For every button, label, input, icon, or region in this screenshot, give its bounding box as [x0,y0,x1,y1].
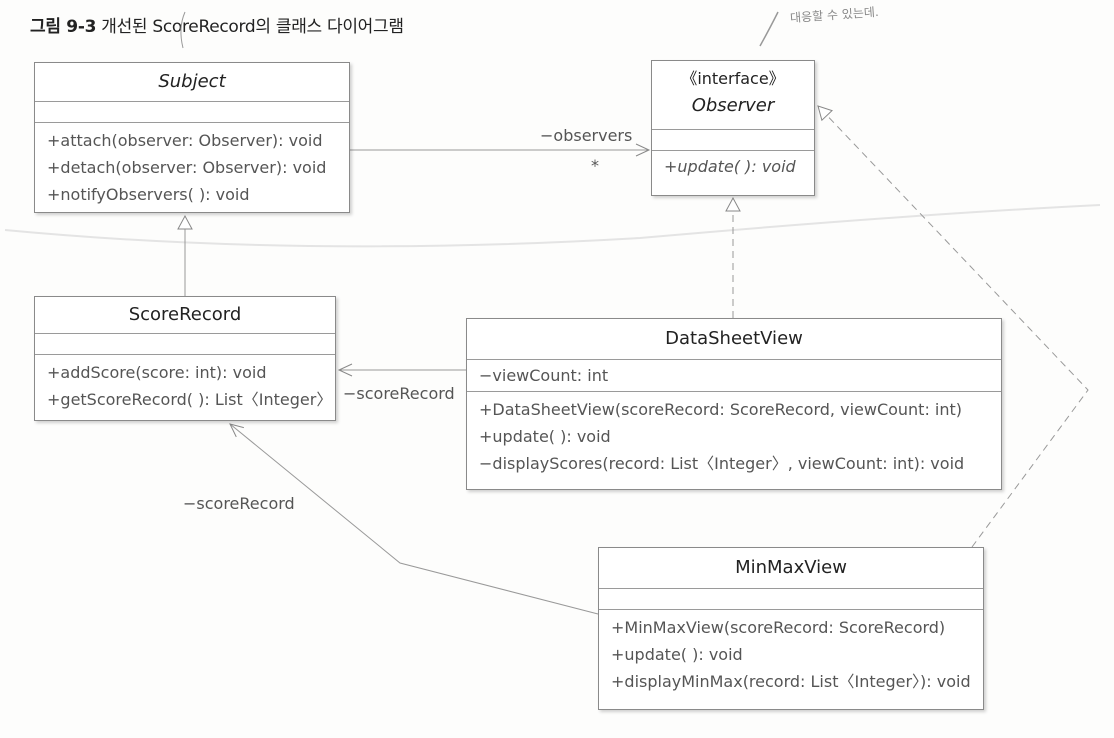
class-name: Observer [691,95,775,116]
datasheet-scorerecord-role-label: −scoreRecord [343,384,455,403]
class-subject: Subject +attach(observer: Observer): voi… [34,62,350,213]
class-observer: 《interface》 Observer +update( ): void [651,60,815,196]
method: +displayMinMax(record: List〈Integer〉): v… [611,672,971,691]
methods-section: +DataSheetView(scoreRecord: ScoreRecord,… [467,391,1001,477]
method: −displayScores(record: List〈Integer〉, vi… [479,454,965,473]
minmaxview-observer-realization [817,105,1089,548]
class-minmaxview: MinMaxView +MinMaxView(scoreRecord: Scor… [598,547,984,710]
methods-section: +update( ): void [652,150,814,180]
figure-number: 그림 9-3 [30,17,97,37]
attributes-section: −viewCount: int [467,359,1001,391]
methods-section: +attach(observer: Observer): void +detac… [35,122,349,208]
class-name: DataSheetView [665,328,803,349]
class-name: Subject [158,71,226,92]
method: +DataSheetView(scoreRecord: ScoreRecord,… [479,400,963,419]
class-name: ScoreRecord [128,304,242,325]
class-name: MinMaxView [735,557,847,578]
method: +attach(observer: Observer): void [47,131,323,150]
observers-role-label: −observers [540,126,633,145]
method: +addScore(score: int): void [47,363,267,382]
methods-section: +MinMaxView(scoreRecord: ScoreRecord) +u… [599,609,983,695]
pencil-mark [180,11,186,49]
attributes-section [35,101,349,122]
attribute: −viewCount: int [479,366,609,385]
method: +getScoreRecord( ): List〈Integer〉 [47,390,333,409]
method: +update( ): void [479,427,611,446]
pencil-mark [759,11,779,47]
observers-multiplicity-label: * [591,156,599,175]
method: +update( ): void [611,645,743,664]
attributes-section [599,588,983,609]
class-scorerecord: ScoreRecord +addScore(score: int): void … [34,296,336,421]
attributes-section [652,129,814,150]
methods-section: +addScore(score: int): void +getScoreRec… [35,354,335,413]
method: +MinMaxView(scoreRecord: ScoreRecord) [611,618,946,637]
method: +update( ): void [664,157,796,176]
class-datasheetview: DataSheetView −viewCount: int +DataSheet… [466,318,1002,490]
figure-title: 그림 9-3 개선된 ScoreRecord의 클래스 다이어그램 [30,12,404,37]
stereotype: 《interface》 [681,69,785,88]
figure-caption: 개선된 ScoreRecord의 클래스 다이어그램 [101,17,404,37]
method: +notifyObservers( ): void [47,185,250,204]
minmax-scorerecord-role-label: −scoreRecord [183,494,295,513]
minmaxview-scorerecord-association [229,423,599,615]
attributes-section [35,333,335,354]
pencil-stroke [4,204,1101,248]
method: +detach(observer: Observer): void [47,158,327,177]
